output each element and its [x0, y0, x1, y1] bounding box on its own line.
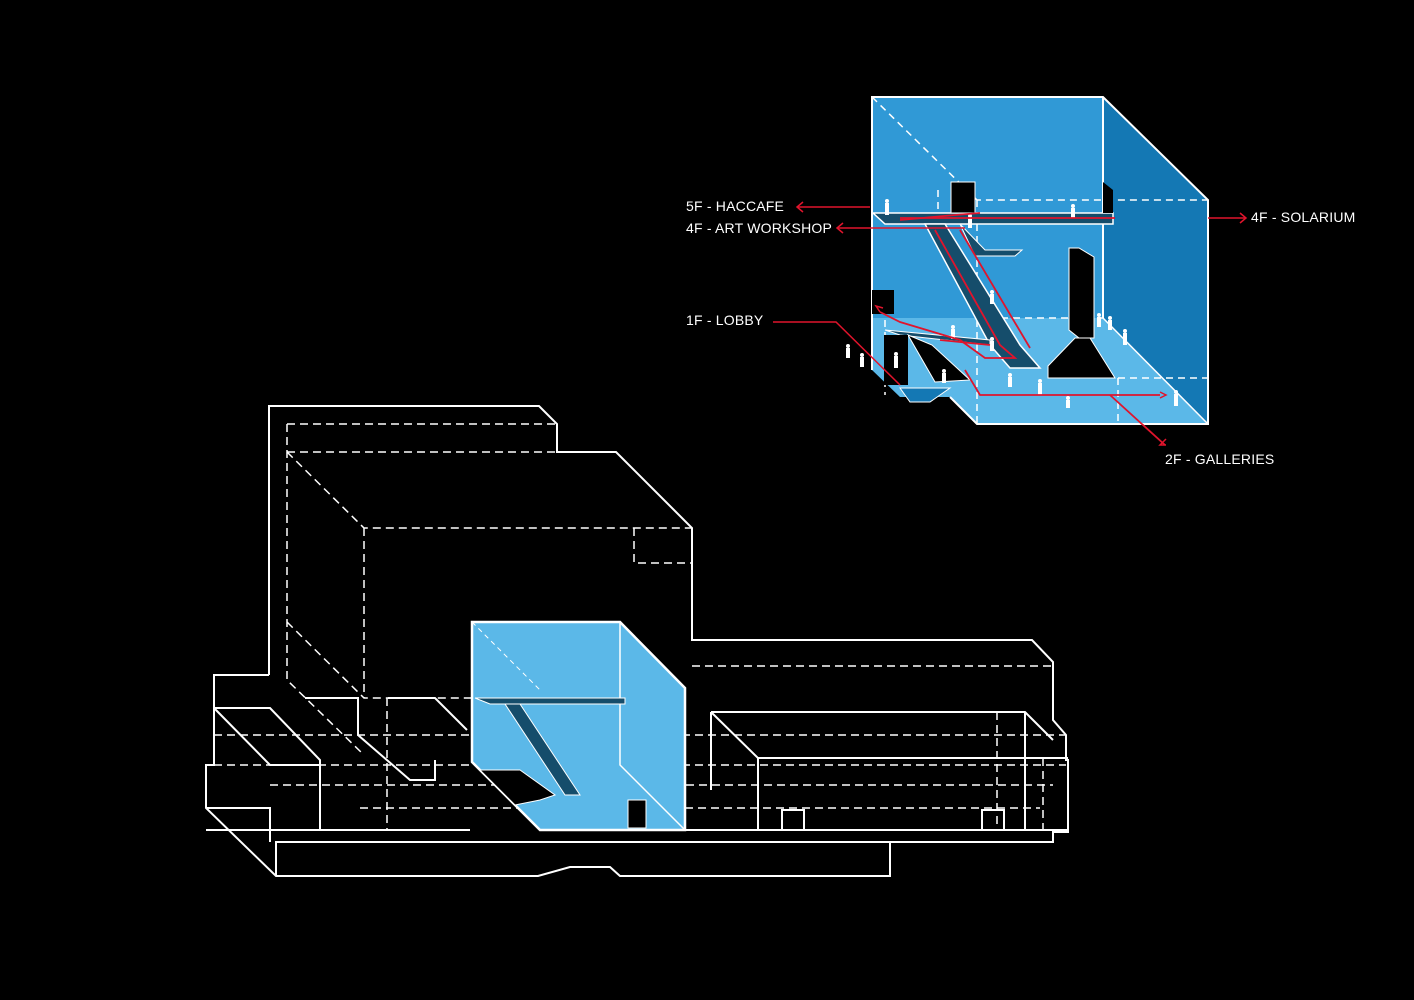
- people-figures: [846, 199, 1178, 408]
- label-4f-solarium: 4F - SOLARIUM: [1251, 209, 1356, 225]
- highlighted-atrium-small: [470, 620, 687, 832]
- circulation-path: [879, 212, 1166, 446]
- arrow-lobby: [773, 321, 901, 386]
- arrow-galleries: [1158, 438, 1167, 446]
- label-2f-galleries: 2F - GALLERIES: [1165, 451, 1275, 467]
- label-arrows: [773, 201, 1248, 446]
- building-axonometric: [205, 405, 1069, 877]
- building-hidden-lines: [214, 423, 1066, 830]
- atrium-cube-detail: [846, 96, 1209, 446]
- label-1f-lobby: 1F - LOBBY: [686, 312, 764, 328]
- column: [1068, 247, 1095, 339]
- label-4f-art-workshop: 4F - ART WORKSHOP: [686, 220, 833, 236]
- label-5f-haccafe: 5F - HACCAFE: [686, 198, 785, 214]
- cube-back-wall: [872, 97, 1103, 318]
- cube-side-wall: [1103, 97, 1208, 424]
